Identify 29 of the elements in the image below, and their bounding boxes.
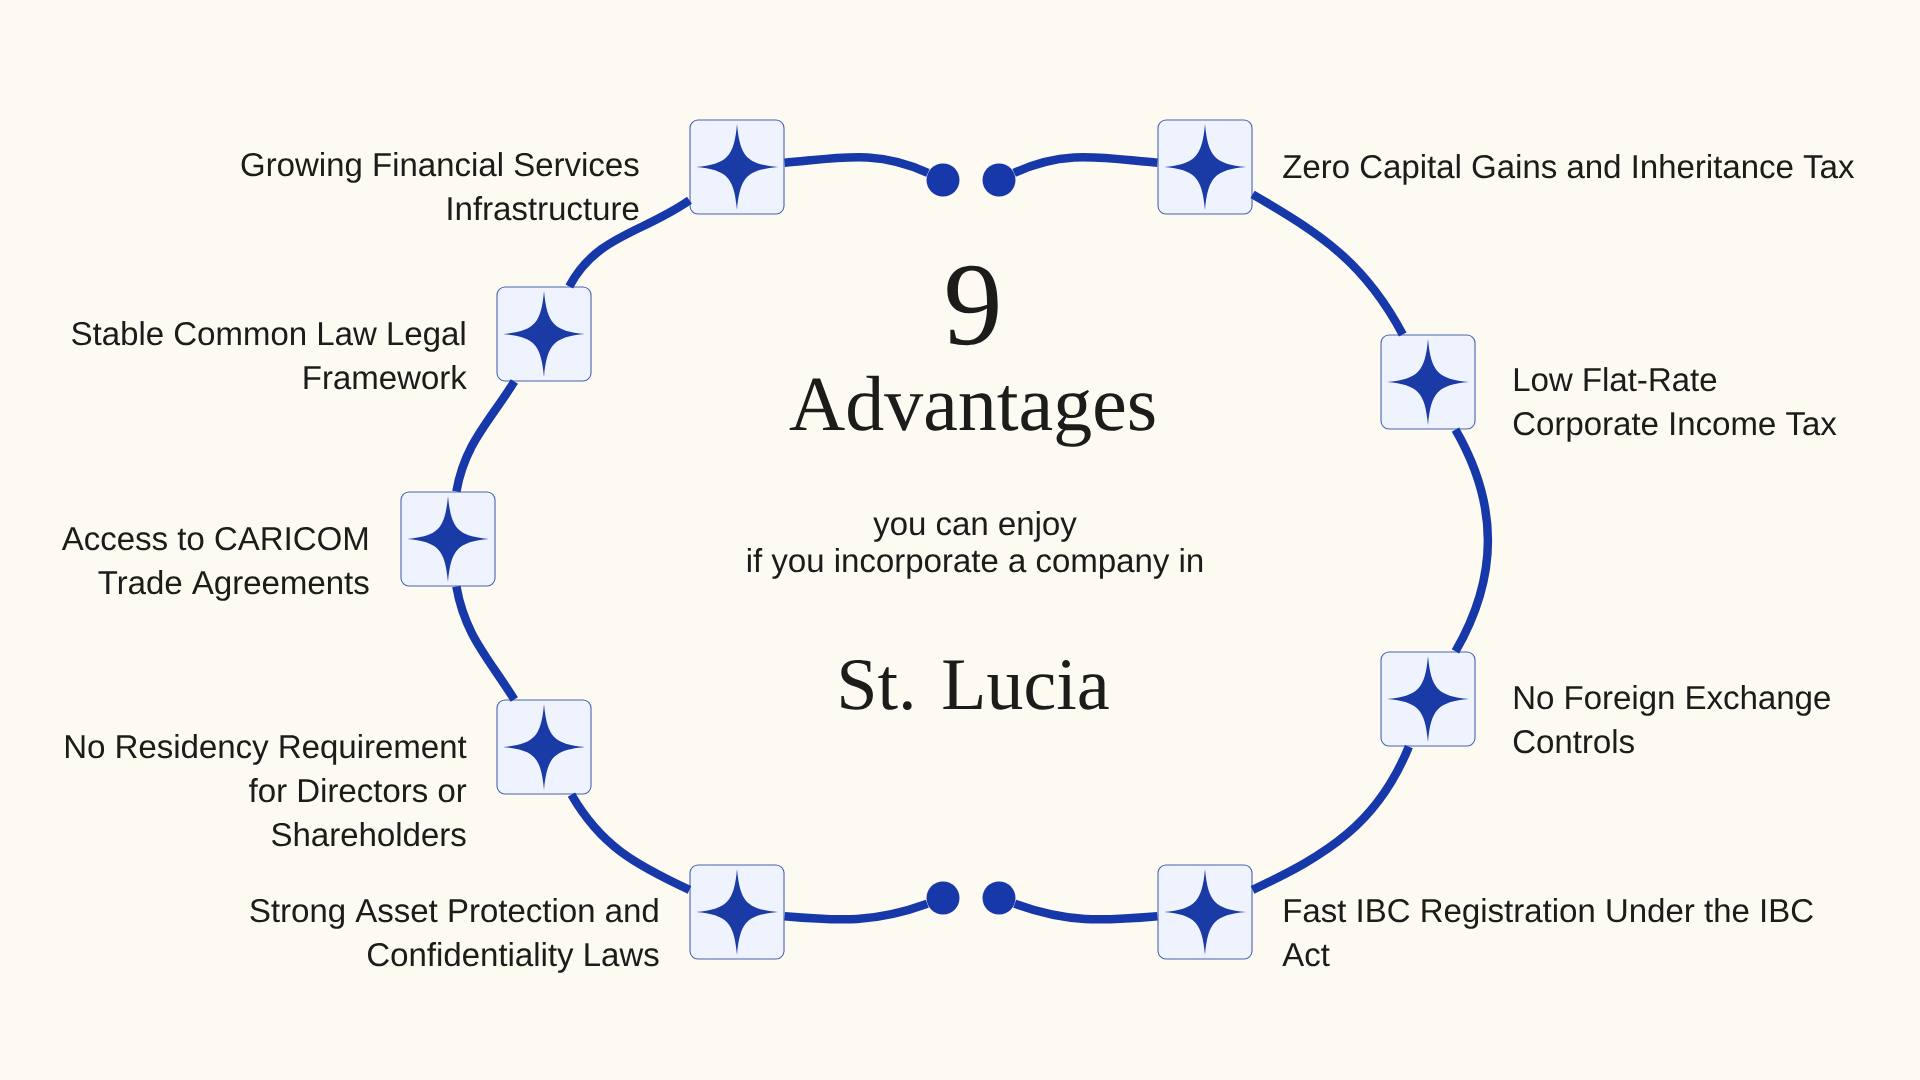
- advantage-text: Zero Capital Gains and Inheritance Tax: [1283, 154, 1855, 185]
- place-name: St. Lucia: [841, 660, 1109, 711]
- ring-line: [1451, 427, 1493, 654]
- ring-line: [784, 152, 930, 177]
- ring-line: [567, 792, 692, 894]
- ring-line: [452, 585, 518, 702]
- subtitle: if you incorporate a company in: [747, 548, 1203, 579]
- ring-line: [784, 899, 929, 924]
- big-number: 9: [947, 265, 998, 346]
- ring-line: [1250, 744, 1413, 894]
- advantage-text: Growing Financial Services Infrastructure: [241, 152, 639, 221]
- ring-line: [452, 379, 518, 493]
- heading: Advantages: [789, 375, 1155, 447]
- ring-line: [1250, 190, 1407, 337]
- advantage-text: No Foreign Exchange Controls: [1513, 685, 1830, 754]
- end-dot: [982, 163, 1016, 197]
- advantage-text: No Residency Requirement for Directors or Shareholders: [66, 734, 467, 847]
- end-dot: [982, 881, 1016, 915]
- subtitle: you can enjoy: [873, 511, 1077, 542]
- end-dot: [926, 881, 960, 915]
- advantage-text: Fast IBC Registration Under the IBC Act: [1282, 898, 1813, 967]
- ring-line: [1012, 152, 1158, 177]
- ring-line: [565, 196, 692, 289]
- ring-line: [1013, 899, 1158, 924]
- advantage-text: Strong Asset Protection and Confidentiality Laws: [250, 898, 659, 973]
- advantage-text: Stable Common Law Legal Framework: [72, 321, 467, 390]
- advantage-text: Access to CARICOM Trade Agreements: [61, 526, 369, 601]
- end-dot: [926, 163, 960, 197]
- advantage-text: Low Flat-Rate Corporate Income Tax: [1513, 367, 1837, 442]
